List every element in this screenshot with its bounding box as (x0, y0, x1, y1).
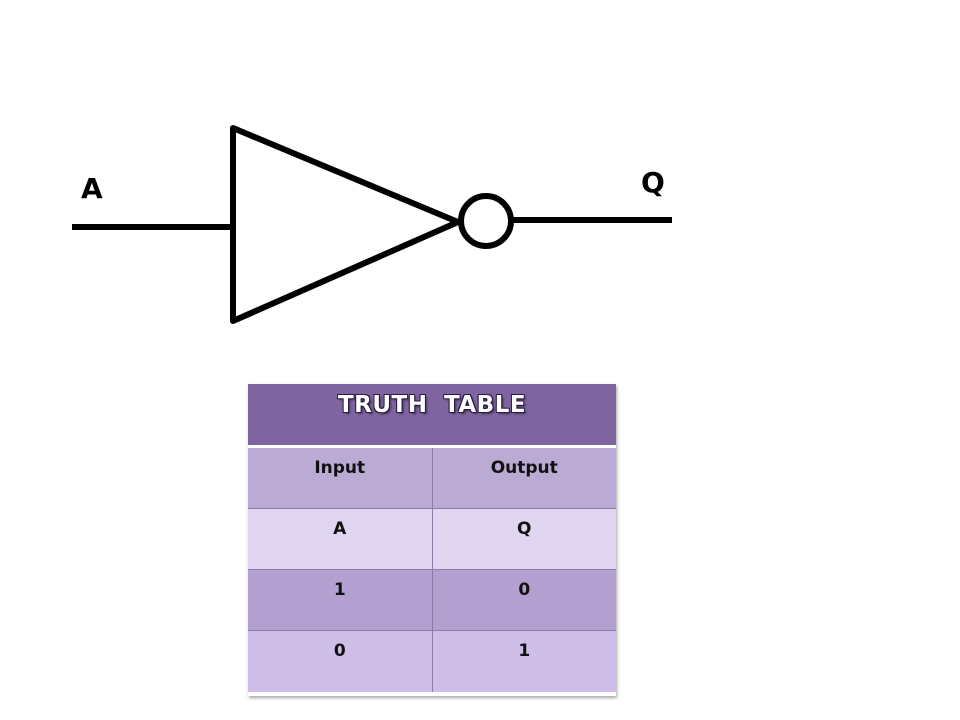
input-label: A (81, 172, 103, 205)
table-row: 1 0 (248, 570, 616, 631)
subheader-q: Q (517, 519, 532, 539)
table-header-row: Input Output (248, 448, 616, 509)
table-cell-output: 0 (518, 580, 531, 600)
not-gate-diagram: A Q (72, 125, 672, 324)
header-input: Input (248, 448, 433, 508)
table-row: 0 1 (248, 631, 616, 692)
truth-table: TRUTH TABLE Input Output A Q 1 0 0 1 (248, 384, 616, 696)
header-output: Output (490, 458, 558, 478)
inversion-bubble (458, 193, 514, 249)
table-cell-input: 1 (248, 570, 433, 630)
subheader-a: A (248, 509, 433, 569)
truth-table-title: TRUTH TABLE (248, 384, 616, 448)
table-cell-output: 1 (518, 641, 531, 661)
not-gate-triangle (230, 125, 461, 324)
table-cell-input: 0 (248, 631, 433, 692)
table-subheader-row: A Q (248, 509, 616, 570)
output-label: Q (641, 166, 665, 199)
